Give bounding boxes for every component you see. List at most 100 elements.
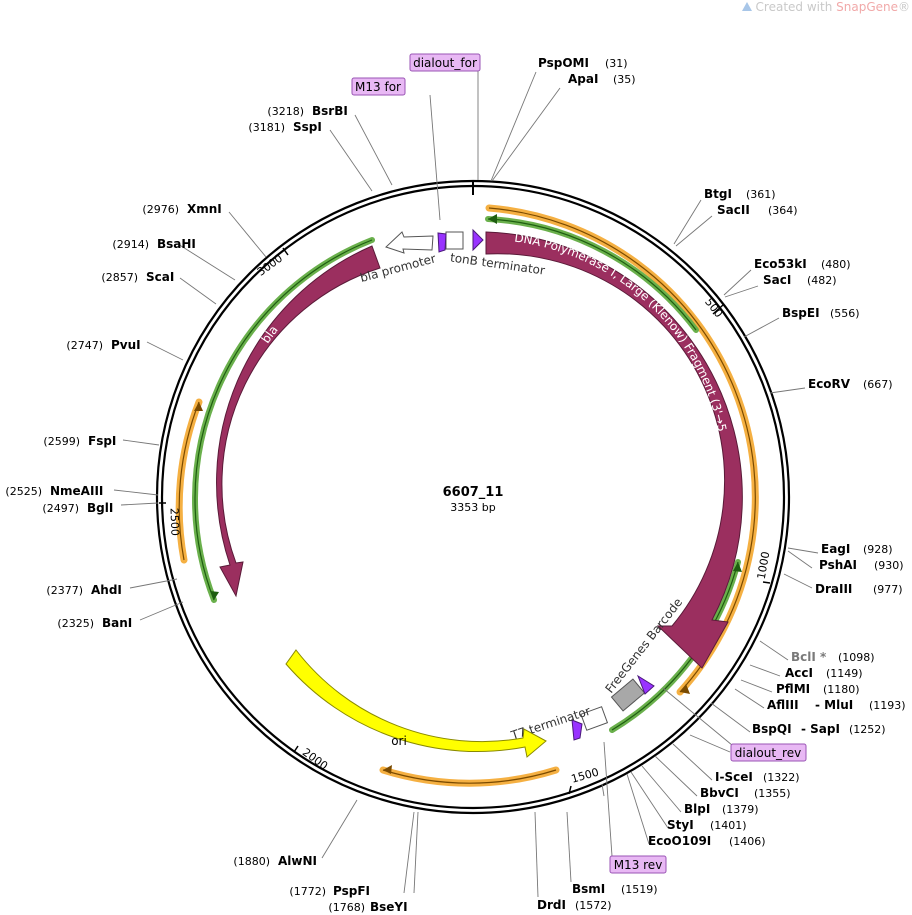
enzyme-saci-pos: (482): [807, 274, 837, 287]
enzyme-bgli-pos: (2497): [42, 502, 79, 515]
enzyme-nmeaiii: NmeAIII: [50, 484, 103, 498]
primer-dialout-for: dialout_for: [409, 53, 481, 72]
enzyme-ahdi-pos: (2377): [46, 584, 83, 597]
watermark-reg: ®: [898, 0, 910, 14]
enzyme-bsmi-pos: (1519): [621, 883, 658, 896]
enzyme-pflmi-pos: (1180): [823, 683, 860, 696]
primer-m13-for-label: M13 for: [355, 80, 401, 94]
enzyme-pvui-pos: (2747): [66, 339, 103, 352]
feature-bla-cds: [216, 245, 381, 598]
enzyme-sapi-pos: (1252): [849, 723, 886, 736]
enzyme-eagi: EagI: [821, 542, 850, 556]
enzyme-bspei: BspEI: [782, 306, 820, 320]
tick-1500: [568, 785, 572, 795]
enzyme-blpi-pos: (1379): [722, 803, 759, 816]
enzyme-btgi: BtgI: [704, 187, 732, 201]
enzyme-alwni: AlwNI: [278, 854, 317, 868]
enzyme-bsmi: BsmI: [572, 882, 605, 896]
enzyme-bcli-pos: (1098): [838, 651, 875, 664]
orf-arc-bottom-head: [383, 765, 392, 774]
enzyme-scai-pos: (2857): [101, 271, 138, 284]
enzyme-xmni-pos: (2976): [142, 203, 179, 216]
enzyme-bsahi-pos: (2914): [112, 238, 149, 251]
enzyme-eco53ki-pos: (480): [821, 258, 851, 271]
enzyme-i-scei-pos: (1322): [763, 771, 800, 784]
orf-green-left-head: [210, 591, 219, 600]
tick-1000: [762, 581, 771, 584]
enzyme-scai: ScaI: [146, 270, 174, 284]
enzyme-draiii-pos: (977): [873, 583, 903, 596]
feature-terminator-top-left: [437, 232, 447, 253]
enzyme-afliii: AflIII: [767, 698, 799, 712]
enzyme-fspi-pos: (2599): [43, 435, 80, 448]
enzyme-pspomi-pos: (31): [605, 57, 628, 70]
enzyme-mlui: - MluI: [815, 698, 853, 712]
orf-arc-left-head: [194, 402, 203, 411]
watermark-brand: SnapGene: [836, 0, 898, 14]
enzyme-fspi: FspI: [88, 434, 116, 448]
enzyme-pflmi: PflMI: [776, 682, 810, 696]
tick-label-2500: 2500: [168, 508, 182, 536]
orf-arc-bottom-line: [382, 769, 557, 784]
feature-misc-box-bottom: [580, 706, 609, 731]
enzyme-saci: SacI: [763, 273, 791, 287]
plasmid-length: 3353 bp: [450, 501, 495, 514]
tick-500: [712, 304, 724, 315]
enzyme-ahdi: AhdI: [91, 583, 122, 597]
orf-arc-left-line: [178, 401, 200, 561]
enzyme-bani: BanI: [102, 616, 132, 630]
enzyme-ecorv: EcoRV: [808, 377, 851, 391]
orf-green-top-line: [487, 218, 697, 331]
enzyme-sacii: SacII: [717, 203, 750, 217]
enzyme-ecoo109i: EcoO109I: [648, 834, 711, 848]
enzyme-bgli: BglI: [87, 501, 113, 515]
enzyme-bbvci-pos: (1355): [754, 787, 791, 800]
feature-ori-label: ori: [391, 734, 407, 748]
feature-bla-promoter: [385, 231, 434, 254]
feature-barcode-terminator: [636, 674, 655, 695]
primer-m13-for: M13 for: [351, 77, 406, 96]
feature-tonb-terminator: [472, 228, 484, 252]
enzyme-draiii: DraIII: [815, 582, 852, 596]
feature-ori: [285, 649, 547, 758]
enzyme-drdi: DrdI: [537, 898, 566, 912]
watermark-prefix: Created with: [755, 0, 837, 14]
enzyme-pspomi: PspOMI: [538, 56, 589, 70]
enzyme-bseyi-pos: (1768): [328, 901, 365, 914]
orf-green-right-head: [733, 562, 742, 572]
enzyme-nmeaiii-pos: (2525): [5, 485, 42, 498]
enzyme-sapi: - SapI: [801, 722, 840, 736]
enzyme-eco53ki: Eco53kI: [754, 257, 807, 271]
enzyme-bsrbi-pos: (3218): [267, 105, 304, 118]
leader-lines: [113, 70, 819, 898]
enzyme-bcli: BclI *: [791, 650, 827, 664]
enzyme-styi-pos: (1401): [710, 819, 747, 832]
enzyme-bspei-pos: (556): [830, 307, 860, 320]
enzyme-sacii-pos: (364): [768, 204, 798, 217]
enzyme-bsahi: BsaHI: [157, 237, 196, 251]
enzyme-pspfi: PspFI: [333, 884, 370, 898]
orf-green-left-line: [194, 239, 373, 601]
primer-dialout-for-label: dialout_for: [413, 56, 477, 70]
feature-klenow-cds: [485, 231, 743, 669]
feature-misc-box-top: [445, 231, 464, 250]
tick-label-1000: 1000: [755, 550, 773, 580]
primer-dialout-rev: dialout_rev: [730, 743, 807, 762]
enzyme-btgi-pos: (361): [746, 188, 776, 201]
enzyme-sspi-pos: (3181): [248, 121, 285, 134]
enzyme-mlui-pos: (1193): [869, 699, 906, 712]
enzyme-bseyi: BseYI: [370, 900, 408, 914]
enzyme-bspqi: BspQI: [752, 722, 792, 736]
orf-green-top-head: [488, 214, 497, 224]
feature-t7-terminator: [571, 719, 583, 741]
plasmid-name: 6607_11: [443, 485, 504, 500]
enzyme-ecoo109i-pos: (1406): [729, 835, 766, 848]
enzyme-labels: PspOMI (31) ApaI (35) BtgI (361) SacII (…: [5, 56, 905, 914]
enzyme-pshai-pos: (930): [874, 559, 904, 572]
primer-m13-rev-label: M13 rev: [614, 858, 663, 872]
tick-2000: [293, 745, 299, 753]
enzyme-blpi: BlpI: [684, 802, 710, 816]
watermark: Created with SnapGene®: [741, 0, 910, 14]
orf-green-left: [192, 237, 375, 603]
